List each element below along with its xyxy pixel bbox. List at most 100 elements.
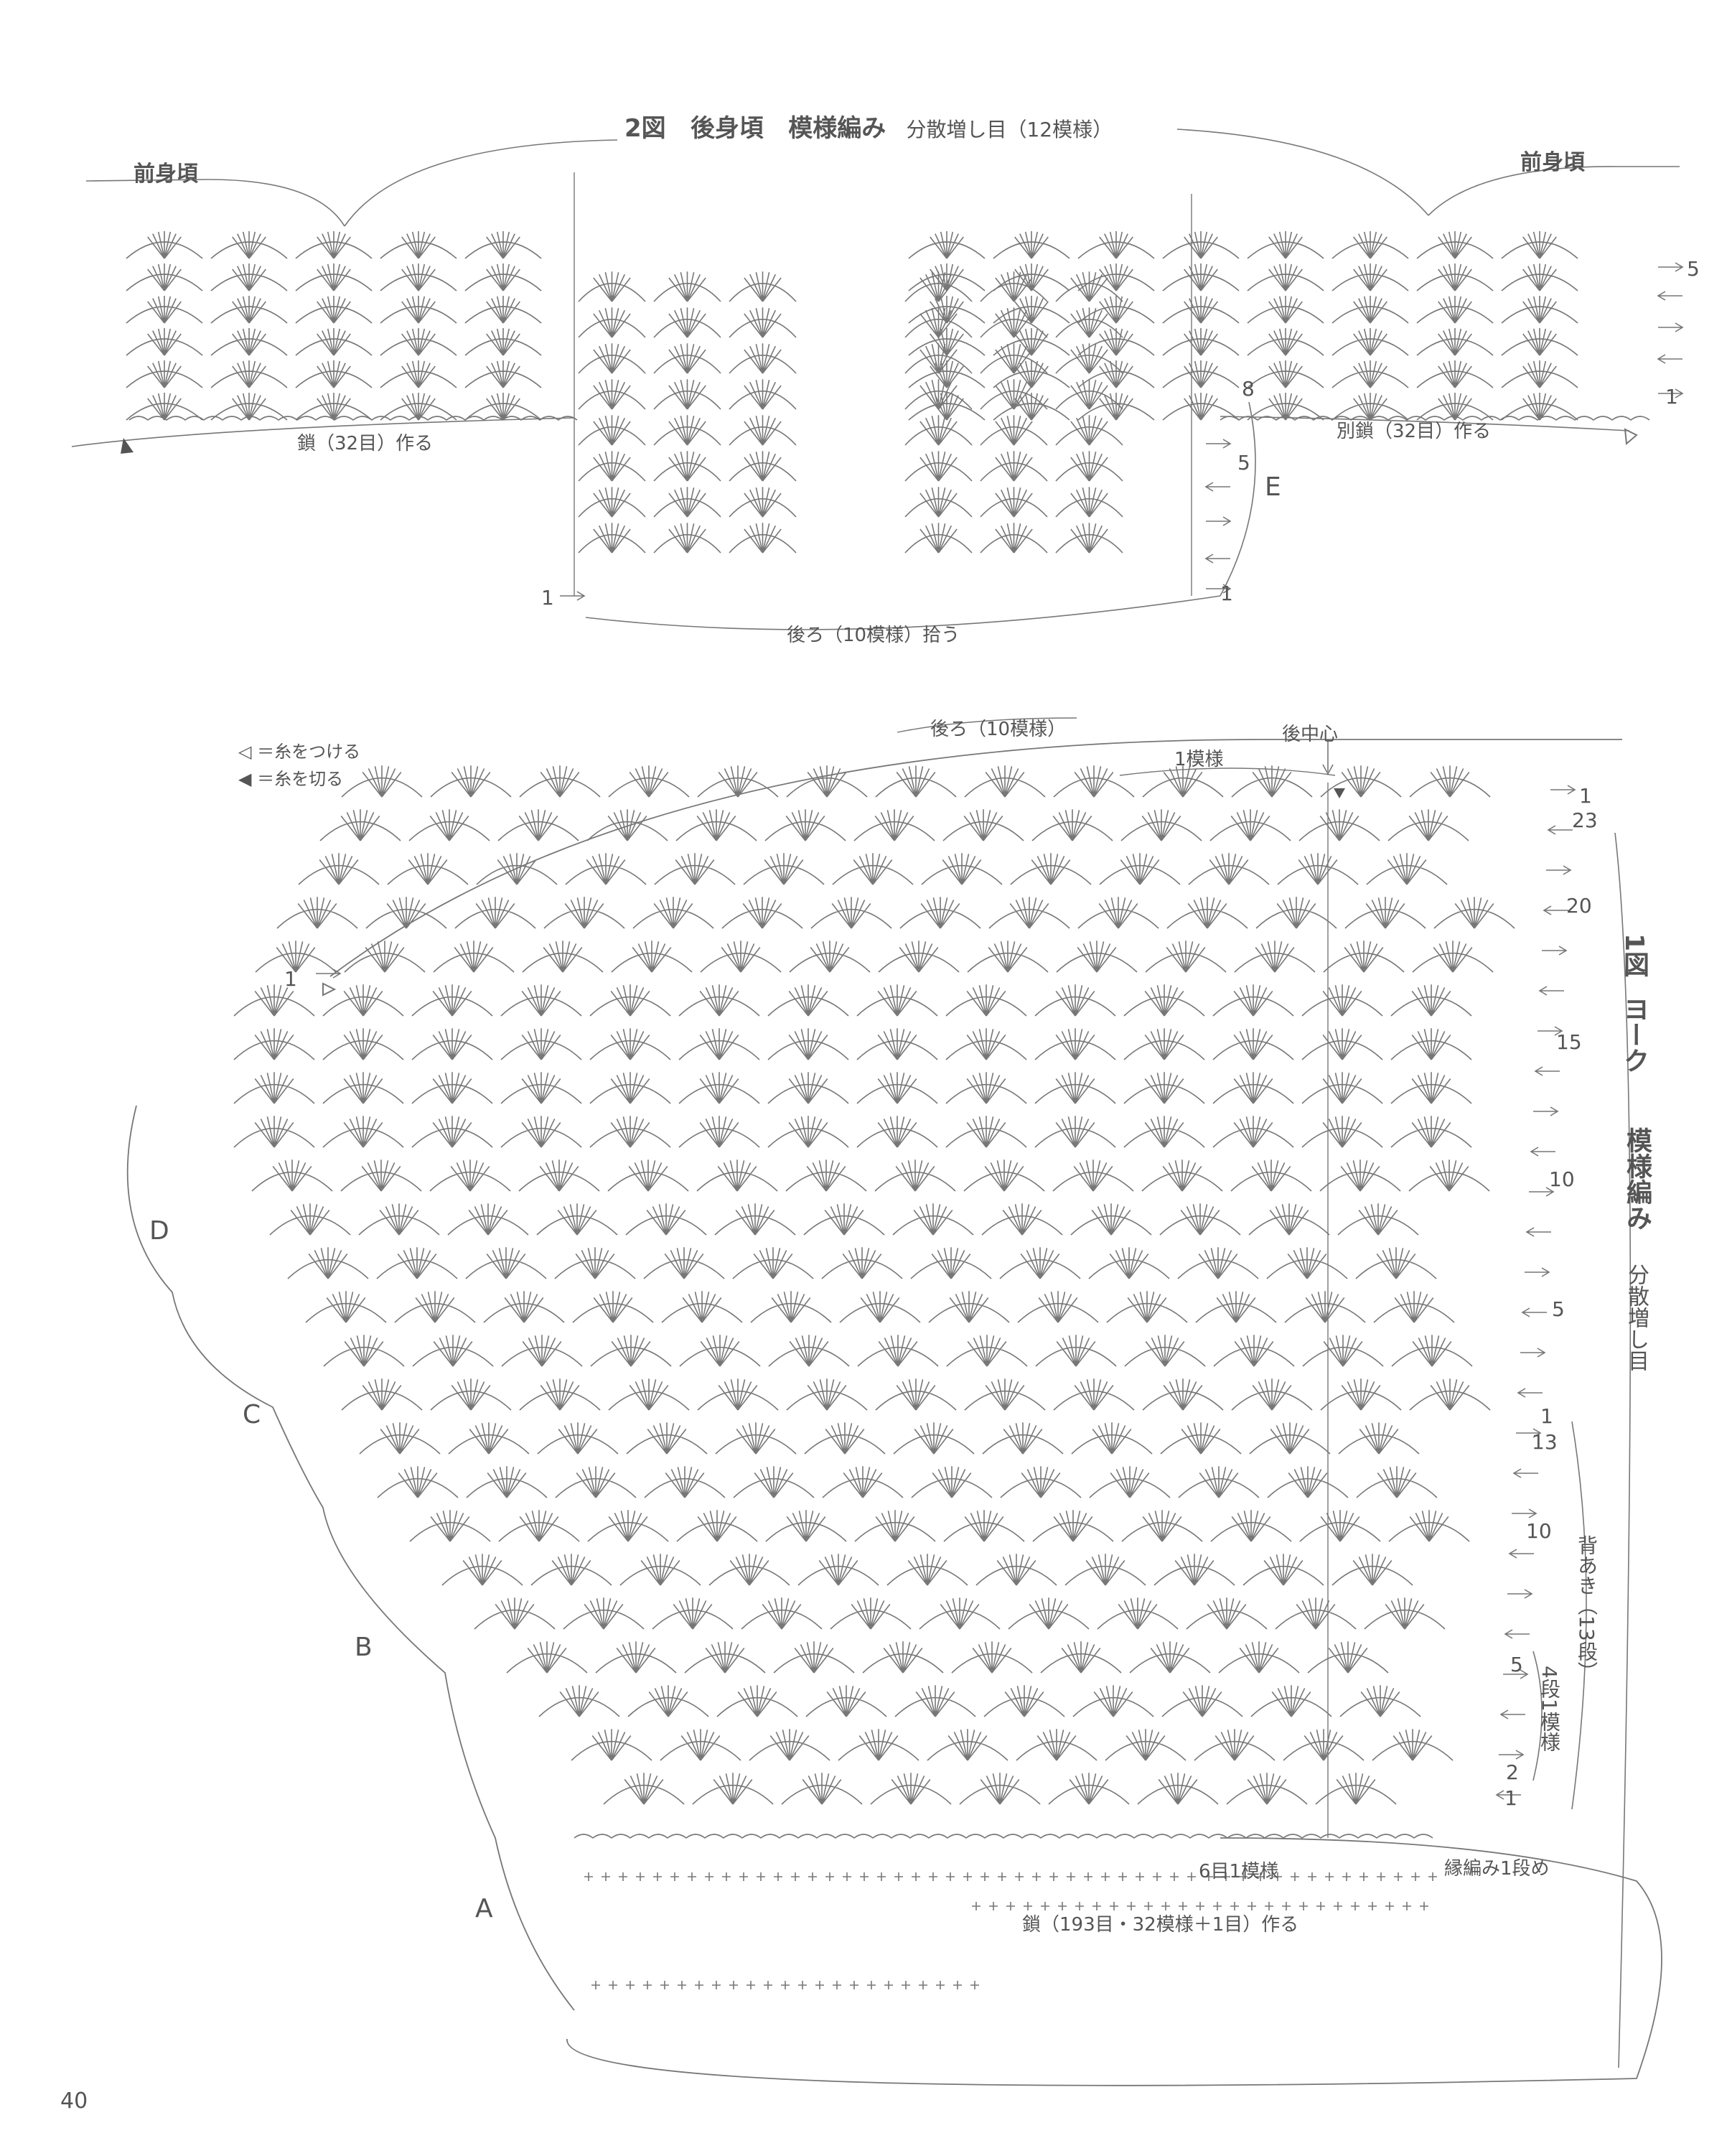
letter-e-leader <box>1220 401 1256 597</box>
fig2-back-left-fan-row <box>578 487 797 518</box>
fig1-row-1-middle: 1 <box>1540 1404 1553 1428</box>
fig2-back-left-fan-row <box>578 343 797 374</box>
fig2-row-arrow <box>1657 291 1682 301</box>
yoke-fan-row <box>255 941 1494 973</box>
fig2-row-arrow <box>1204 482 1230 492</box>
pickup-leader <box>585 595 1221 630</box>
fig2-row-arrow <box>1206 516 1232 526</box>
fig2-back-left-fan-row <box>578 307 797 338</box>
fig2-row-1-right: 1 <box>1665 385 1678 409</box>
figure1-title-part: ヨーク <box>1619 996 1649 1074</box>
yoke-fan-row <box>359 1422 1420 1455</box>
back-center-label: 後中心 <box>1282 724 1339 745</box>
yoke-row-arrow <box>1525 1227 1551 1237</box>
chain-left-label: 鎖（32目）作る <box>297 433 434 454</box>
figure2-title-pattern: 模様編み <box>788 114 886 143</box>
fig2-upper-left-fan-row <box>126 231 542 259</box>
yoke-fan-row <box>269 1203 1419 1236</box>
fig2-upper-right-fan-row <box>908 328 1578 356</box>
yoke-left-row-arrow <box>316 969 342 979</box>
figure1-pattern-label: 模様編み <box>1622 1127 1652 1231</box>
fig2-back-right-fan-row <box>904 523 1123 554</box>
edging-label: 縁編み1段め <box>1444 1858 1550 1880</box>
fig2-right-chain-line <box>1220 416 1630 431</box>
fig1-row-5-lower: 5 <box>1510 1653 1523 1676</box>
yoke-left-scallop-outline <box>126 1105 575 2011</box>
back-opening-label: 背あき（13段） <box>1575 1535 1599 1681</box>
fig1-row-5-upper: 5 <box>1552 1297 1565 1321</box>
yoke-fan-row <box>287 1247 1437 1279</box>
figure1-subtitle: 分散増し目 <box>1624 1264 1649 1371</box>
four-rows-bracket <box>1532 1651 1543 1781</box>
one-pattern-label: 1模様 <box>1174 749 1224 770</box>
fig1-row-1-left: 1 <box>284 967 297 991</box>
yoke-row-arrow <box>1499 1709 1525 1719</box>
fig2-upper-left-fan-row <box>126 263 542 291</box>
yoke-top-outline <box>329 739 1622 977</box>
yoke-fan-row <box>474 1597 1446 1630</box>
yoke-fan-row <box>538 1685 1421 1717</box>
yoke-row-arrow <box>1512 1508 1538 1518</box>
fig2-row-arrow <box>560 591 586 601</box>
yoke-row-arrow <box>1517 1388 1543 1398</box>
yoke-row-arrow <box>1538 986 1564 996</box>
front-right-leader <box>1428 166 1680 216</box>
four-rows-label: 4段1模様 <box>1538 1666 1561 1752</box>
fig2-row-arrow <box>1206 439 1232 449</box>
figure2-title-sub: 分散増し目（12模様） <box>906 118 1113 141</box>
yoke-row-arrow <box>1521 1307 1547 1317</box>
fig2-upper-left-fan-row <box>126 296 542 324</box>
figure2-title-num: 2図 <box>624 114 666 143</box>
yoke-row-arrow <box>1533 1106 1559 1116</box>
chain-right-label: 別鎖（32目）作る <box>1337 421 1492 442</box>
attach-yarn-marker <box>1624 428 1638 446</box>
yoke-row-arrow <box>1525 1267 1550 1277</box>
fig2-row-5-right: 5 <box>1687 257 1700 281</box>
yoke-row-arrow <box>1520 1348 1546 1358</box>
yoke-fan-row <box>276 897 1515 929</box>
back-opening-bracket <box>1571 1421 1587 1810</box>
letter-b: B <box>355 1633 373 1662</box>
top-label-leader <box>897 717 1077 733</box>
yoke-bottom-sc-row <box>591 1981 979 1989</box>
yoke-fan-row <box>233 1028 1472 1060</box>
figure2-title-part: 後身頃 <box>690 114 764 143</box>
fig2-back-right-fan-row <box>904 415 1123 446</box>
yoke-fan-row <box>441 1554 1413 1586</box>
fig1-row-20: 20 <box>1566 894 1592 918</box>
fig1-row-1-bottom: 1 <box>1504 1786 1517 1810</box>
yoke-row-arrow <box>1538 1026 1563 1036</box>
yoke-row-arrow <box>1550 785 1576 795</box>
fig2-upper-left-fan-row <box>126 393 542 421</box>
yoke-attach-yarn-marker <box>322 982 337 997</box>
fig1-row-1-top: 1 <box>1579 784 1592 808</box>
yoke-fan-row <box>298 853 1448 885</box>
fig2-back-left-fan-row <box>578 379 797 410</box>
fig2-row-arrow <box>1658 262 1684 272</box>
yoke-row-arrow <box>1516 1428 1542 1438</box>
fig2-back-right-fan-row <box>904 343 1123 374</box>
letter-c: C <box>243 1400 261 1429</box>
yoke-fan-row <box>506 1641 1389 1674</box>
letter-d: D <box>149 1216 169 1246</box>
six-stitch-label: 6目1模様 <box>1199 1861 1279 1882</box>
figure1-title: 1図ヨーク <box>1619 933 1649 1074</box>
fig2-row-1-center: 1 <box>1220 582 1233 605</box>
yoke-row-arrow <box>1503 1669 1529 1679</box>
yoke-fan-row <box>319 809 1469 841</box>
fig2-right-foundation-chain <box>1220 416 1650 421</box>
yoke-fan-row <box>341 765 1491 798</box>
yoke-row-arrow <box>1530 1147 1555 1157</box>
fig1-row-2: 2 <box>1506 1760 1519 1784</box>
fig2-row-arrow <box>1658 388 1684 398</box>
legend-attach-yarn: ◁ ＝糸をつける <box>238 742 361 762</box>
title-right-leader <box>1176 129 1429 216</box>
yoke-fan-row <box>571 1729 1454 1761</box>
yoke-row-arrow <box>1546 865 1572 875</box>
yoke-fan-row <box>409 1510 1470 1542</box>
yoke-foundation-chain <box>574 1834 1433 1839</box>
cut-yarn-marker <box>121 438 134 454</box>
yoke-bottom-band-outline <box>566 1837 1662 2086</box>
fig1-row-13: 13 <box>1532 1430 1558 1454</box>
